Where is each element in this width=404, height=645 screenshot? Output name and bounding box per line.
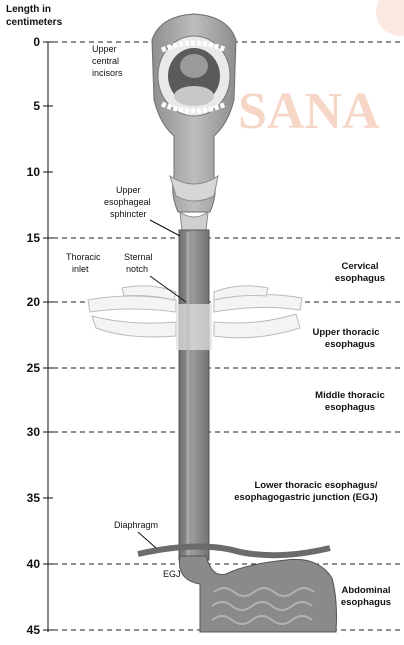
tick-label-30: 30	[27, 425, 41, 439]
diaphragm-band	[138, 546, 330, 555]
label-upper-sphincter-3: sphincter	[110, 209, 147, 219]
label-diaphragm: Diaphragm	[114, 520, 158, 530]
axis-title-line1: Length in	[6, 4, 51, 15]
region-abdominal-1: Abdominal	[341, 585, 390, 596]
esophagus-tube	[176, 230, 212, 560]
label-sternal-notch-1: Sternal	[124, 252, 153, 262]
tick-label-10: 10	[27, 165, 41, 179]
pointer-sphincter	[150, 220, 180, 236]
tick-label-15: 15	[27, 231, 41, 245]
region-upper-thoracic-2: esophagus	[325, 339, 375, 350]
tick-label-45: 45	[27, 623, 41, 637]
stomach	[179, 556, 336, 632]
region-upper-thoracic-1: Upper thoracic	[312, 327, 379, 338]
region-abdominal-2: esophagus	[341, 597, 391, 608]
tick-label-40: 40	[27, 557, 41, 571]
label-upper-incisors-1: Upper	[92, 44, 117, 54]
axis-title-line2: centimeters	[6, 17, 63, 28]
watermark-text: SANA	[238, 83, 380, 140]
pointer-diaphragm	[138, 532, 156, 548]
label-upper-sphincter-2: esophageal	[104, 197, 151, 207]
tick-label-35: 35	[27, 491, 41, 505]
tick-label-5: 5	[33, 99, 40, 113]
label-sternal-notch-2: notch	[126, 264, 148, 274]
tick-label-20: 20	[27, 295, 41, 309]
region-lower-thoracic-1: Lower thoracic esophagus/	[255, 480, 378, 491]
tick-label-25: 25	[27, 361, 41, 375]
label-upper-incisors-3: incisors	[92, 68, 123, 78]
region-cervical-2: esophagus	[335, 273, 385, 284]
tick-label-0: 0	[33, 35, 40, 49]
watermark-circle	[376, 0, 404, 36]
label-thoracic-inlet-1: Thoracic	[66, 252, 101, 262]
label-thoracic-inlet-2: inlet	[72, 264, 89, 274]
label-upper-sphincter-1: Upper	[116, 185, 141, 195]
label-upper-incisors-2: central	[92, 56, 119, 66]
head-pharynx	[152, 14, 236, 233]
label-egj: EGJ	[163, 569, 181, 579]
region-middle-thoracic-2: esophagus	[325, 402, 375, 413]
region-lower-thoracic-2: esophagogastric junction (EGJ)	[234, 492, 378, 503]
region-cervical-1: Cervical	[342, 261, 379, 272]
region-middle-thoracic-1: Middle thoracic	[315, 390, 385, 401]
